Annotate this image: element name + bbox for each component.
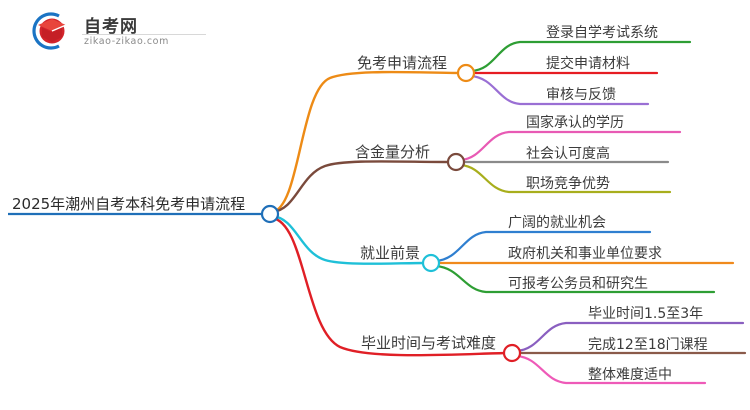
logo-url: zikao-zikao.com <box>84 36 169 47</box>
leaf-label-2-3[interactable]: 职场竞争优势 <box>526 176 610 192</box>
site-logo: 自考网 zikao-zikao.com <box>28 8 208 54</box>
link-branch-4-child-1 <box>515 321 745 353</box>
node-branch-4[interactable] <box>502 343 522 363</box>
leaf-label-2-1[interactable]: 国家承认的学历 <box>526 115 624 131</box>
link-branch-3-child-3 <box>434 264 716 294</box>
node-branch-2[interactable] <box>446 152 466 172</box>
link-branch-2-child-3 <box>459 163 672 194</box>
link-branch-1-child-3 <box>469 74 650 106</box>
branch-label-3[interactable]: 就业前景 <box>360 244 421 262</box>
node-root[interactable] <box>260 204 280 224</box>
leaf-label-4-1[interactable]: 毕业时间1.5至3年 <box>588 306 704 322</box>
leaf-label-4-2[interactable]: 完成12至18门课程 <box>588 337 708 353</box>
link-branch-4-child-3 <box>515 354 707 385</box>
logo-divider <box>82 34 206 35</box>
link-branch-1-child-1 <box>469 40 692 73</box>
link-root-to-branch-2 <box>270 160 452 214</box>
link-root-to-branch-1 <box>270 70 462 214</box>
link-branch-2-child-1 <box>459 130 682 162</box>
leaf-label-1-2[interactable]: 提交申请材料 <box>546 56 630 72</box>
link-branch-3-child-1 <box>434 230 652 263</box>
leaf-label-1-3[interactable]: 审核与反馈 <box>546 87 616 103</box>
logo-name-cn: 自考网 <box>84 17 138 37</box>
leaf-label-3-2[interactable]: 政府机关和事业单位要求 <box>508 246 662 262</box>
node-branch-1[interactable] <box>456 63 476 83</box>
branch-label-4[interactable]: 毕业时间与考试难度 <box>361 334 497 352</box>
leaf-label-4-3[interactable]: 整体难度适中 <box>588 367 672 383</box>
leaf-label-3-1[interactable]: 广阔的就业机会 <box>508 215 606 231</box>
link-root-to-branch-3 <box>270 214 427 265</box>
leaf-label-2-2[interactable]: 社会认可度高 <box>526 146 610 162</box>
branch-label-1[interactable]: 免考申请流程 <box>357 54 448 72</box>
graduation-cap-logo-icon <box>32 12 67 50</box>
branch-label-2[interactable]: 含金量分析 <box>355 143 431 161</box>
link-root-to-branch-4 <box>270 216 509 357</box>
leaf-label-1-1[interactable]: 登录自学考试系统 <box>546 25 658 41</box>
node-branch-3[interactable] <box>421 253 441 273</box>
leaf-label-3-3[interactable]: 可报考公务员和研究生 <box>508 276 648 292</box>
root-node-label[interactable]: 2025年潮州自考本科免考申请流程 <box>12 195 246 213</box>
